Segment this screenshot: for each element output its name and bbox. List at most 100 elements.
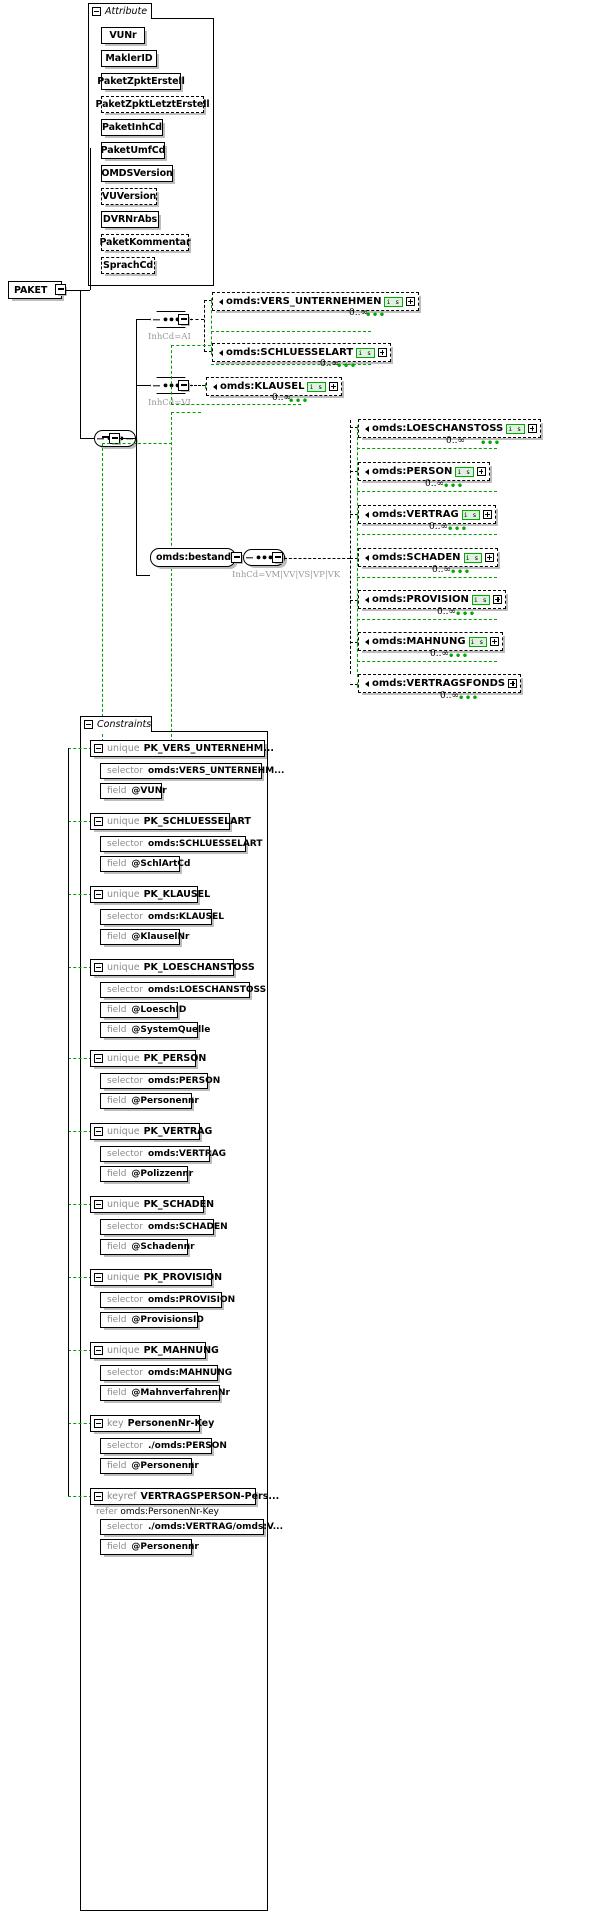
constraint-unique-pk-vertrag[interactable]: unique PK_VERTRAG xyxy=(90,1123,212,1140)
attribute-frame-tab[interactable]: Attribute xyxy=(88,3,152,19)
occurrence-dots-icon: ••• xyxy=(450,567,471,578)
element-expand-icon[interactable] xyxy=(489,637,499,646)
constraint-collapse-icon[interactable] xyxy=(94,1346,103,1355)
element-person[interactable]: omds:PERSON i s xyxy=(358,462,490,481)
constraint-unique-pk-provision[interactable]: unique PK_PROVISION xyxy=(90,1269,222,1286)
attribute-vuversion[interactable]: VUVersion xyxy=(101,188,157,205)
constraint-selector-row[interactable]: selector omds:SCHADEN xyxy=(100,1219,228,1235)
constraint-selector-row[interactable]: selector omds:PERSON xyxy=(100,1073,220,1089)
constraint-key-personennr-key[interactable]: key PersonenNr-Key xyxy=(90,1415,214,1432)
constraint-name: PK_SCHADEN xyxy=(143,1199,215,1210)
constraint-field-row[interactable]: field @Personennr xyxy=(100,1458,199,1474)
constraint-selector-row[interactable]: selector ./omds:PERSON xyxy=(100,1438,227,1454)
element-expand-icon[interactable] xyxy=(508,679,518,688)
constraint-unique-pk-schluesselart[interactable]: unique PK_SCHLUESSELART xyxy=(90,813,251,830)
attribute-dvrnrabs[interactable]: DVRNrAbs xyxy=(101,211,159,228)
attribute-paketkommentar[interactable]: PaketKommentar xyxy=(99,234,191,251)
constraint-selector-row[interactable]: selector omds:KLAUSEL xyxy=(100,909,224,925)
element-expand-icon[interactable] xyxy=(328,382,338,391)
element-mahnung[interactable]: omds:MAHNUNG i s xyxy=(358,632,503,651)
element-expand-icon[interactable] xyxy=(377,348,387,357)
constraint-field-row[interactable]: field @VUNr xyxy=(100,783,167,799)
branch1-collapse-toggle[interactable] xyxy=(178,314,189,325)
attribute-maklerid[interactable]: MaklerID xyxy=(101,50,157,67)
paket-expand-toggle[interactable] xyxy=(55,284,66,295)
constraint-collapse-icon[interactable] xyxy=(94,1127,103,1136)
constraint-field-row[interactable]: field @Polizzennr xyxy=(100,1166,193,1182)
constraint-selector-row[interactable]: selector omds:SCHLUESSELART xyxy=(100,836,262,852)
constraint-unique-pk-loeschanstoss[interactable]: unique PK_LOESCHANSTOSS xyxy=(90,959,255,976)
occurrence-dots-icon: ••• xyxy=(447,524,468,535)
element-expand-icon[interactable] xyxy=(405,297,415,306)
element-schaden[interactable]: omds:SCHADEN i s xyxy=(358,548,498,567)
group-omds-bestand[interactable]: omds:bestand xyxy=(150,548,236,567)
constraint-selector-row[interactable]: selector ./omds:VERTRAG/omds:V... xyxy=(100,1519,283,1535)
attribute-sprachcd[interactable]: SprachCd xyxy=(101,257,155,274)
element-provision[interactable]: omds:PROVISION i s xyxy=(358,590,507,609)
attribute-frame-collapse-icon[interactable] xyxy=(92,7,101,16)
constraint-field-row[interactable]: field @Schadennr xyxy=(100,1239,195,1255)
constraint-field-row[interactable]: field @SchlArtCd xyxy=(100,856,190,872)
branch1-el2-dash xyxy=(204,351,212,352)
constraint-unique-pk-schaden[interactable]: unique PK_SCHADEN xyxy=(90,1196,214,1213)
element-loeschanstoss[interactable]: omds:LOESCHANSTOSS i s xyxy=(358,419,541,438)
constraints-frame-collapse-icon[interactable] xyxy=(84,720,93,729)
constraint-selector-row[interactable]: selector omds:VERTRAG xyxy=(100,1146,226,1162)
bestand-child7-stub xyxy=(350,684,358,685)
branch2-collapse-toggle[interactable] xyxy=(178,380,189,391)
constraint-collapse-icon[interactable] xyxy=(94,817,103,826)
element-expand-icon[interactable] xyxy=(482,510,492,519)
constraint-keyref-vertragsperson[interactable]: keyref VERTRAGSPERSON-Pers... xyxy=(90,1488,279,1505)
constraint-field-row[interactable]: field @MahnverfahrenNr xyxy=(100,1385,230,1401)
element-vertragsfonds[interactable]: omds:VERTRAGSFONDS xyxy=(358,674,522,693)
constraint-selector-row[interactable]: selector omds:MAHNUNG xyxy=(100,1365,232,1381)
element-label: omds:VERS_UNTERNEHMEN xyxy=(226,296,382,307)
constraint-field-row[interactable]: field @ProvisionsID xyxy=(100,1312,204,1328)
constraint-field-row[interactable]: field @Personennr xyxy=(100,1093,199,1109)
constraint-name: PK_VERTRAG xyxy=(143,1126,213,1137)
constraints-frame-tab-rule xyxy=(151,731,268,732)
constraint-collapse-icon[interactable] xyxy=(94,1273,103,1282)
element-expand-icon[interactable] xyxy=(527,424,537,433)
element-vers-unternehmen[interactable]: omds:VERS_UNTERNEHMEN i s xyxy=(212,292,419,311)
constraint-collapse-icon[interactable] xyxy=(94,1200,103,1209)
root-connector-h xyxy=(66,290,90,291)
constraint-collapse-icon[interactable] xyxy=(94,1492,103,1501)
constraint-unique-pk-mahnung[interactable]: unique PK_MAHNUNG xyxy=(90,1342,219,1359)
constraints-frame-tab[interactable]: Constraints xyxy=(80,716,152,732)
root-element-paket[interactable]: PAKET xyxy=(8,281,62,299)
bestand-collapse-toggle[interactable] xyxy=(231,552,242,563)
element-vertrag[interactable]: omds:VERTRAG i s xyxy=(358,505,496,524)
constraint-field-row[interactable]: field @KlauselNr xyxy=(100,929,189,945)
element-expand-icon[interactable] xyxy=(476,467,486,476)
constraint-collapse-icon[interactable] xyxy=(94,890,103,899)
constraint-selector-row[interactable]: selector omds:VERS_UNTERNEHM... xyxy=(100,763,284,779)
constraint-unique-pk-vers-unternehmen[interactable]: unique PK_VERS_UNTERNEHM... xyxy=(90,740,274,757)
element-schluesselart[interactable]: omds:SCHLUESSELART i s xyxy=(212,343,391,362)
constraint-collapse-icon[interactable] xyxy=(94,1419,103,1428)
branch3-collapse-toggle[interactable] xyxy=(272,552,283,563)
element-expand-icon[interactable] xyxy=(493,595,503,604)
constraint-selector-row[interactable]: selector omds:PROVISION xyxy=(100,1292,235,1308)
attribute-paketumfcd[interactable]: PaketUmfCd xyxy=(101,142,165,159)
constraint-field-row[interactable]: field @SystemQuelle xyxy=(100,1022,210,1038)
constraint-collapse-icon[interactable] xyxy=(94,1054,103,1063)
constraint-collapse-icon[interactable] xyxy=(94,744,103,753)
constraint-collapse-icon[interactable] xyxy=(94,963,103,972)
constraint-field-row[interactable]: field @LoeschID xyxy=(100,1002,186,1018)
root-connector-join xyxy=(80,290,90,291)
constraint-unique-pk-klausel[interactable]: unique PK_KLAUSEL xyxy=(90,886,210,903)
branch3-green-top xyxy=(171,412,201,413)
constraint-name: PK_LOESCHANSTOSS xyxy=(143,962,255,973)
attribute-paketzpkterstell[interactable]: PaketZpktErstell xyxy=(97,73,185,90)
element-expand-icon[interactable] xyxy=(484,553,494,562)
attribute-paketinhcd[interactable]: PaketInhCd xyxy=(101,119,163,136)
branch1-condition-label: InhCd=AI xyxy=(148,332,191,342)
constraint-unique-pk-person[interactable]: unique PK_PERSON xyxy=(90,1050,206,1067)
attribute-vunr[interactable]: VUNr xyxy=(101,27,145,44)
attribute-paketzpktletzterstell[interactable]: PaketZpktLetztErstell xyxy=(95,96,210,113)
attribute-omdsversion[interactable]: OMDSVersion xyxy=(101,165,173,182)
element-klausel[interactable]: omds:KLAUSEL i s xyxy=(206,377,342,396)
constraint-field-row[interactable]: field @Personennr xyxy=(100,1539,199,1555)
constraint-selector-row[interactable]: selector omds:LOESCHANSTOSS xyxy=(100,982,266,998)
